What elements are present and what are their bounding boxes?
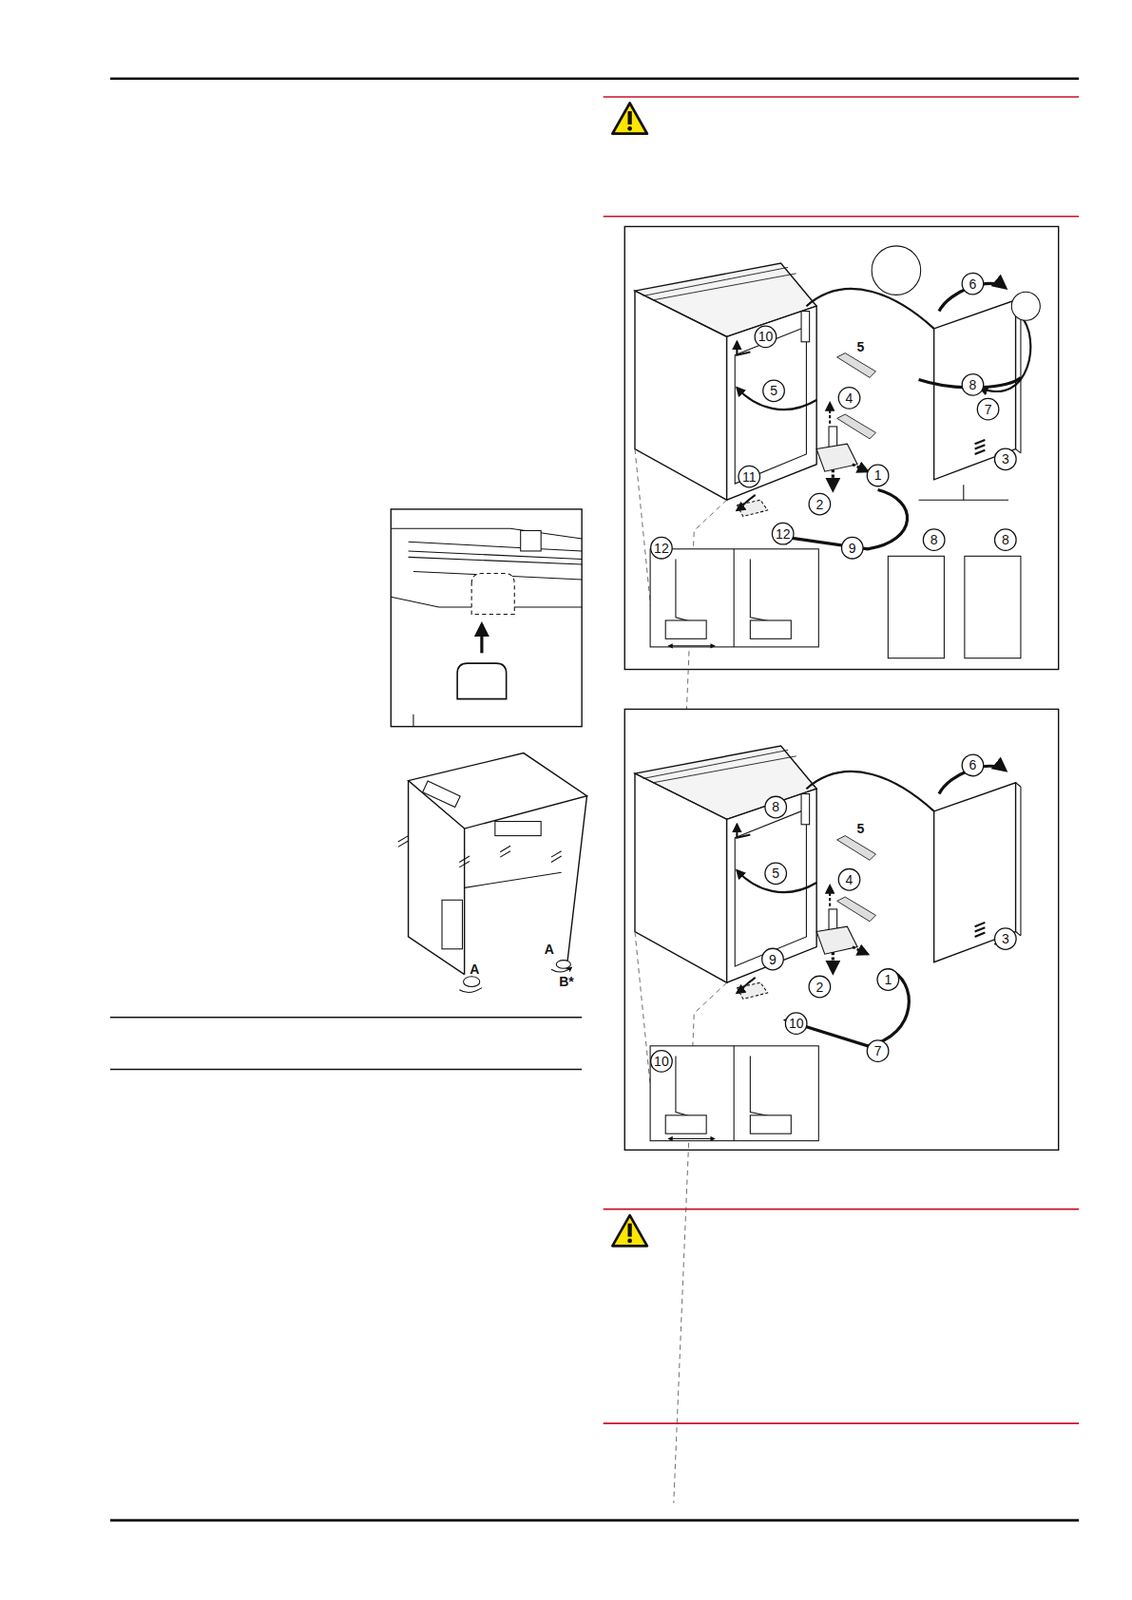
callout-number: 8: [969, 378, 978, 392]
callout-circle: [754, 326, 777, 348]
callout-circle: [651, 1051, 673, 1074]
callout-number: 10: [788, 1016, 805, 1031]
callout-circle: [961, 754, 984, 777]
callout-number: 7: [874, 1044, 883, 1058]
callout-number: 5: [771, 866, 780, 881]
part-label: B*: [558, 975, 575, 989]
callout-number: 9: [848, 541, 857, 556]
callout-circle: [838, 387, 861, 410]
callout-circle: [866, 464, 889, 487]
callout-circle: [763, 380, 786, 403]
callout-circle: [977, 398, 999, 421]
callout-circle: [995, 448, 1017, 471]
callout-circle: [738, 465, 761, 488]
callout-number: 6: [969, 758, 978, 772]
callout-circle: [808, 493, 831, 516]
callout-circle: [961, 374, 984, 397]
callout-number: 10: [653, 1055, 670, 1069]
callout-circle: [995, 529, 1017, 552]
callout-circle: [961, 272, 984, 295]
callout-circle: [651, 537, 673, 559]
callout-number: 2: [815, 980, 824, 995]
callout-circle: [765, 863, 787, 885]
part-label: A: [544, 942, 555, 957]
callout-circle: [762, 948, 785, 971]
callout-number: 1: [883, 973, 892, 987]
callout-circle: [995, 928, 1017, 951]
part-label: 5: [856, 822, 864, 836]
callout-number: 4: [845, 391, 854, 405]
callout-number: 11: [742, 470, 757, 484]
part-label: A: [469, 962, 480, 977]
callout-number: 1: [874, 468, 883, 482]
callout-circle: [922, 529, 945, 552]
callout-number: 9: [768, 953, 777, 967]
callout-number: 10: [758, 329, 774, 344]
callout-number: 5: [769, 383, 778, 398]
callout-number: 2: [815, 498, 824, 512]
callout-number: 3: [1001, 452, 1010, 466]
callout-number: 6: [969, 277, 978, 291]
callout-circle: [808, 976, 831, 998]
callout-circle: [838, 868, 861, 891]
callout-circle: [841, 537, 864, 559]
callout-number: 12: [775, 527, 791, 541]
callout-circle: [785, 1013, 807, 1036]
callout-number: 8: [930, 533, 939, 547]
callout-number: 7: [984, 402, 993, 417]
callout-number: 3: [1001, 932, 1010, 946]
callout-number: 4: [845, 873, 854, 887]
callout-circle: [877, 969, 900, 992]
callout-circle: [771, 522, 794, 545]
callout-circle: [866, 1040, 889, 1063]
callout-number: 8: [1001, 533, 1010, 547]
callout-circle: [765, 796, 787, 819]
part-label: 5: [856, 340, 864, 354]
callout-number: 12: [653, 541, 670, 556]
callout-number: 8: [771, 800, 780, 814]
